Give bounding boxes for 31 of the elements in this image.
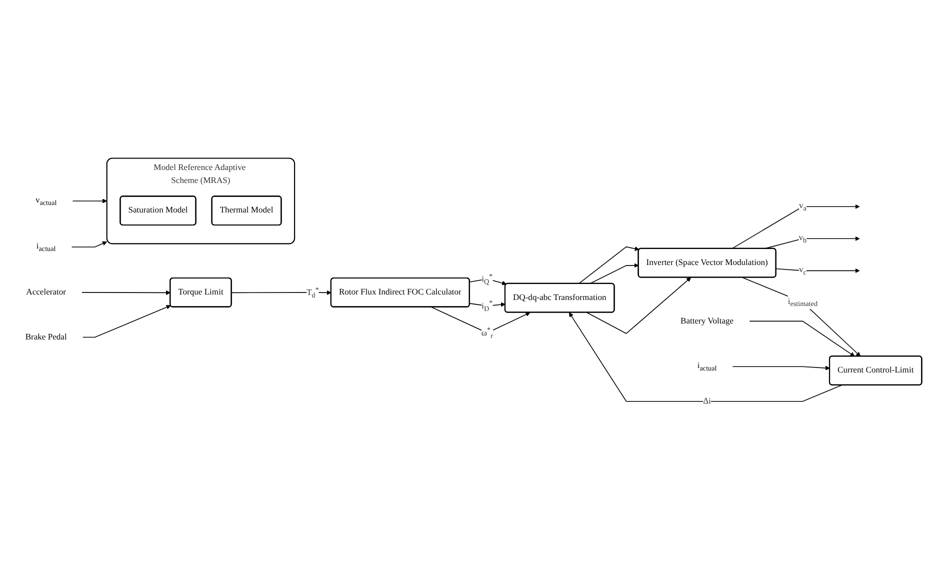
arrow — [568, 312, 842, 402]
process-box: Thermal Model — [211, 196, 282, 226]
signal-label: v$_{actual}$ — [35, 196, 57, 206]
signal-label: Brake Pedal — [25, 332, 67, 342]
arrow — [469, 302, 506, 307]
arrow — [82, 290, 171, 296]
process-box: Inverter (Space Vector Modulation) — [638, 248, 776, 278]
process-box: Saturation Model — [120, 196, 196, 226]
process-box: DQ-dq-abc Transformation — [504, 282, 615, 313]
signal-label: i$_{actual}$ — [36, 242, 56, 252]
arrow — [431, 306, 530, 334]
arrow — [72, 198, 108, 204]
arrow — [71, 241, 108, 248]
process-box: Current Control-Limit — [828, 356, 922, 386]
arrow — [578, 246, 640, 284]
arrow — [231, 290, 332, 295]
signal-label: Accelerator — [26, 288, 66, 297]
signal-label: i$_{actual}$ — [697, 361, 717, 372]
group-title: Model Reference Adaptive Scheme (MRAS) — [154, 163, 246, 185]
arrow — [776, 268, 860, 274]
arrow — [589, 263, 639, 284]
signal-label: i$_{estimated}$ — [788, 295, 818, 310]
arrow — [749, 320, 855, 357]
process-box: Rotor Flux Indirect FOC Calculator — [330, 277, 470, 308]
arrow — [469, 278, 507, 286]
arrow — [82, 305, 171, 338]
arrow — [586, 277, 692, 334]
arrow — [731, 204, 860, 250]
arrow — [732, 366, 830, 370]
process-box: Torque Limit — [170, 277, 232, 308]
signal-label: Battery Voltage — [680, 316, 734, 326]
